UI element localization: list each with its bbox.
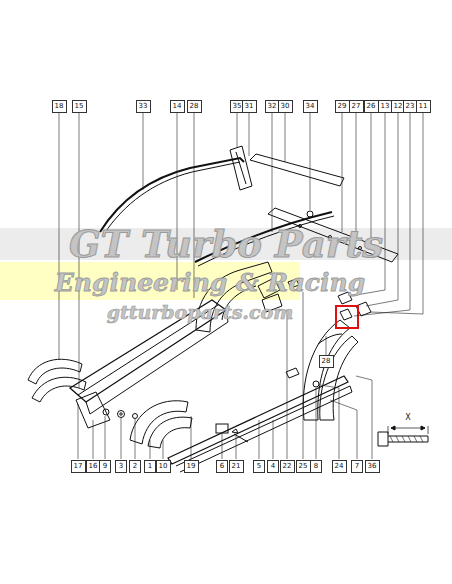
callout-text: 25	[298, 462, 309, 471]
callout-text: 31	[244, 102, 255, 111]
callout-number: 19	[184, 460, 199, 473]
callout-text: 33	[138, 102, 149, 111]
callout-number: 28	[187, 100, 202, 113]
callout-number: 27	[349, 100, 364, 113]
callout-text: 26	[366, 102, 377, 111]
watermark: GT Turbo Parts	[69, 222, 383, 266]
callout-number: 36	[365, 460, 380, 473]
callout-text: 7	[353, 462, 361, 471]
callout-text: 19	[186, 462, 197, 471]
callout-number: 17	[71, 460, 86, 473]
callout-text: 29	[337, 102, 348, 111]
callout-text: 21	[231, 462, 242, 471]
callout-number: 2	[129, 460, 141, 473]
callout-number: 10	[156, 460, 171, 473]
callout-text: 17	[73, 462, 84, 471]
callout-text: 24	[334, 462, 345, 471]
callout-text: 3	[117, 462, 125, 471]
callout-number: 22	[280, 460, 295, 473]
callout-number: 14	[170, 100, 185, 113]
callout-number: 1	[144, 460, 156, 473]
watermark: gtturboparts.com	[107, 301, 294, 323]
callout-number: 31	[242, 100, 257, 113]
callout-text: 28	[321, 357, 332, 366]
callout-number: 9	[99, 460, 111, 473]
callout-number: 29	[335, 100, 350, 113]
callout-text: 1	[146, 462, 154, 471]
callout-number: 7	[351, 460, 363, 473]
callout-text: 10	[158, 462, 169, 471]
callout-text: 14	[172, 102, 183, 111]
dimension-label: X	[405, 413, 410, 422]
callout-text: 30	[280, 102, 291, 111]
callout-text: 23	[405, 102, 416, 111]
callout-text: 27	[351, 102, 362, 111]
callout-text: 32	[267, 102, 278, 111]
callout-text: 4	[269, 462, 277, 471]
callout-text: 18	[54, 102, 65, 111]
callout-number: 6	[216, 460, 228, 473]
callout-number: 33	[136, 100, 151, 113]
callout-number: 5	[253, 460, 265, 473]
callout-text: 6	[218, 462, 226, 471]
callout-number: 34	[303, 100, 318, 113]
callout-number: 21	[229, 460, 244, 473]
callout-text: 15	[74, 102, 85, 111]
callout-text: 13	[380, 102, 391, 111]
callout-text: 8	[312, 462, 320, 471]
callout-number: 30	[278, 100, 293, 113]
callout-number: 18	[52, 100, 67, 113]
callout-number: 26	[364, 100, 379, 113]
watermark: Engineering & Racing	[55, 268, 365, 297]
callout-number: 8	[310, 460, 322, 473]
highlight-box	[336, 306, 358, 328]
callout-number: 11	[416, 100, 431, 113]
callout-number: 4	[267, 460, 279, 473]
callout-text: 28	[189, 102, 200, 111]
callout-number: 15	[72, 100, 87, 113]
callout-number: 25	[296, 460, 311, 473]
callout-text: 11	[418, 102, 429, 111]
parts	[28, 146, 428, 472]
callout-number: 28	[319, 355, 334, 368]
callout-text: 9	[101, 462, 109, 471]
callout-text: 16	[88, 462, 99, 471]
callout-text: 34	[305, 102, 316, 111]
callout-text: 36	[367, 462, 378, 471]
callout-number: 3	[115, 460, 127, 473]
callout-number: 24	[332, 460, 347, 473]
callout-text: 2	[131, 462, 139, 471]
callout-text: 22	[282, 462, 293, 471]
callout-text: 5	[255, 462, 263, 471]
